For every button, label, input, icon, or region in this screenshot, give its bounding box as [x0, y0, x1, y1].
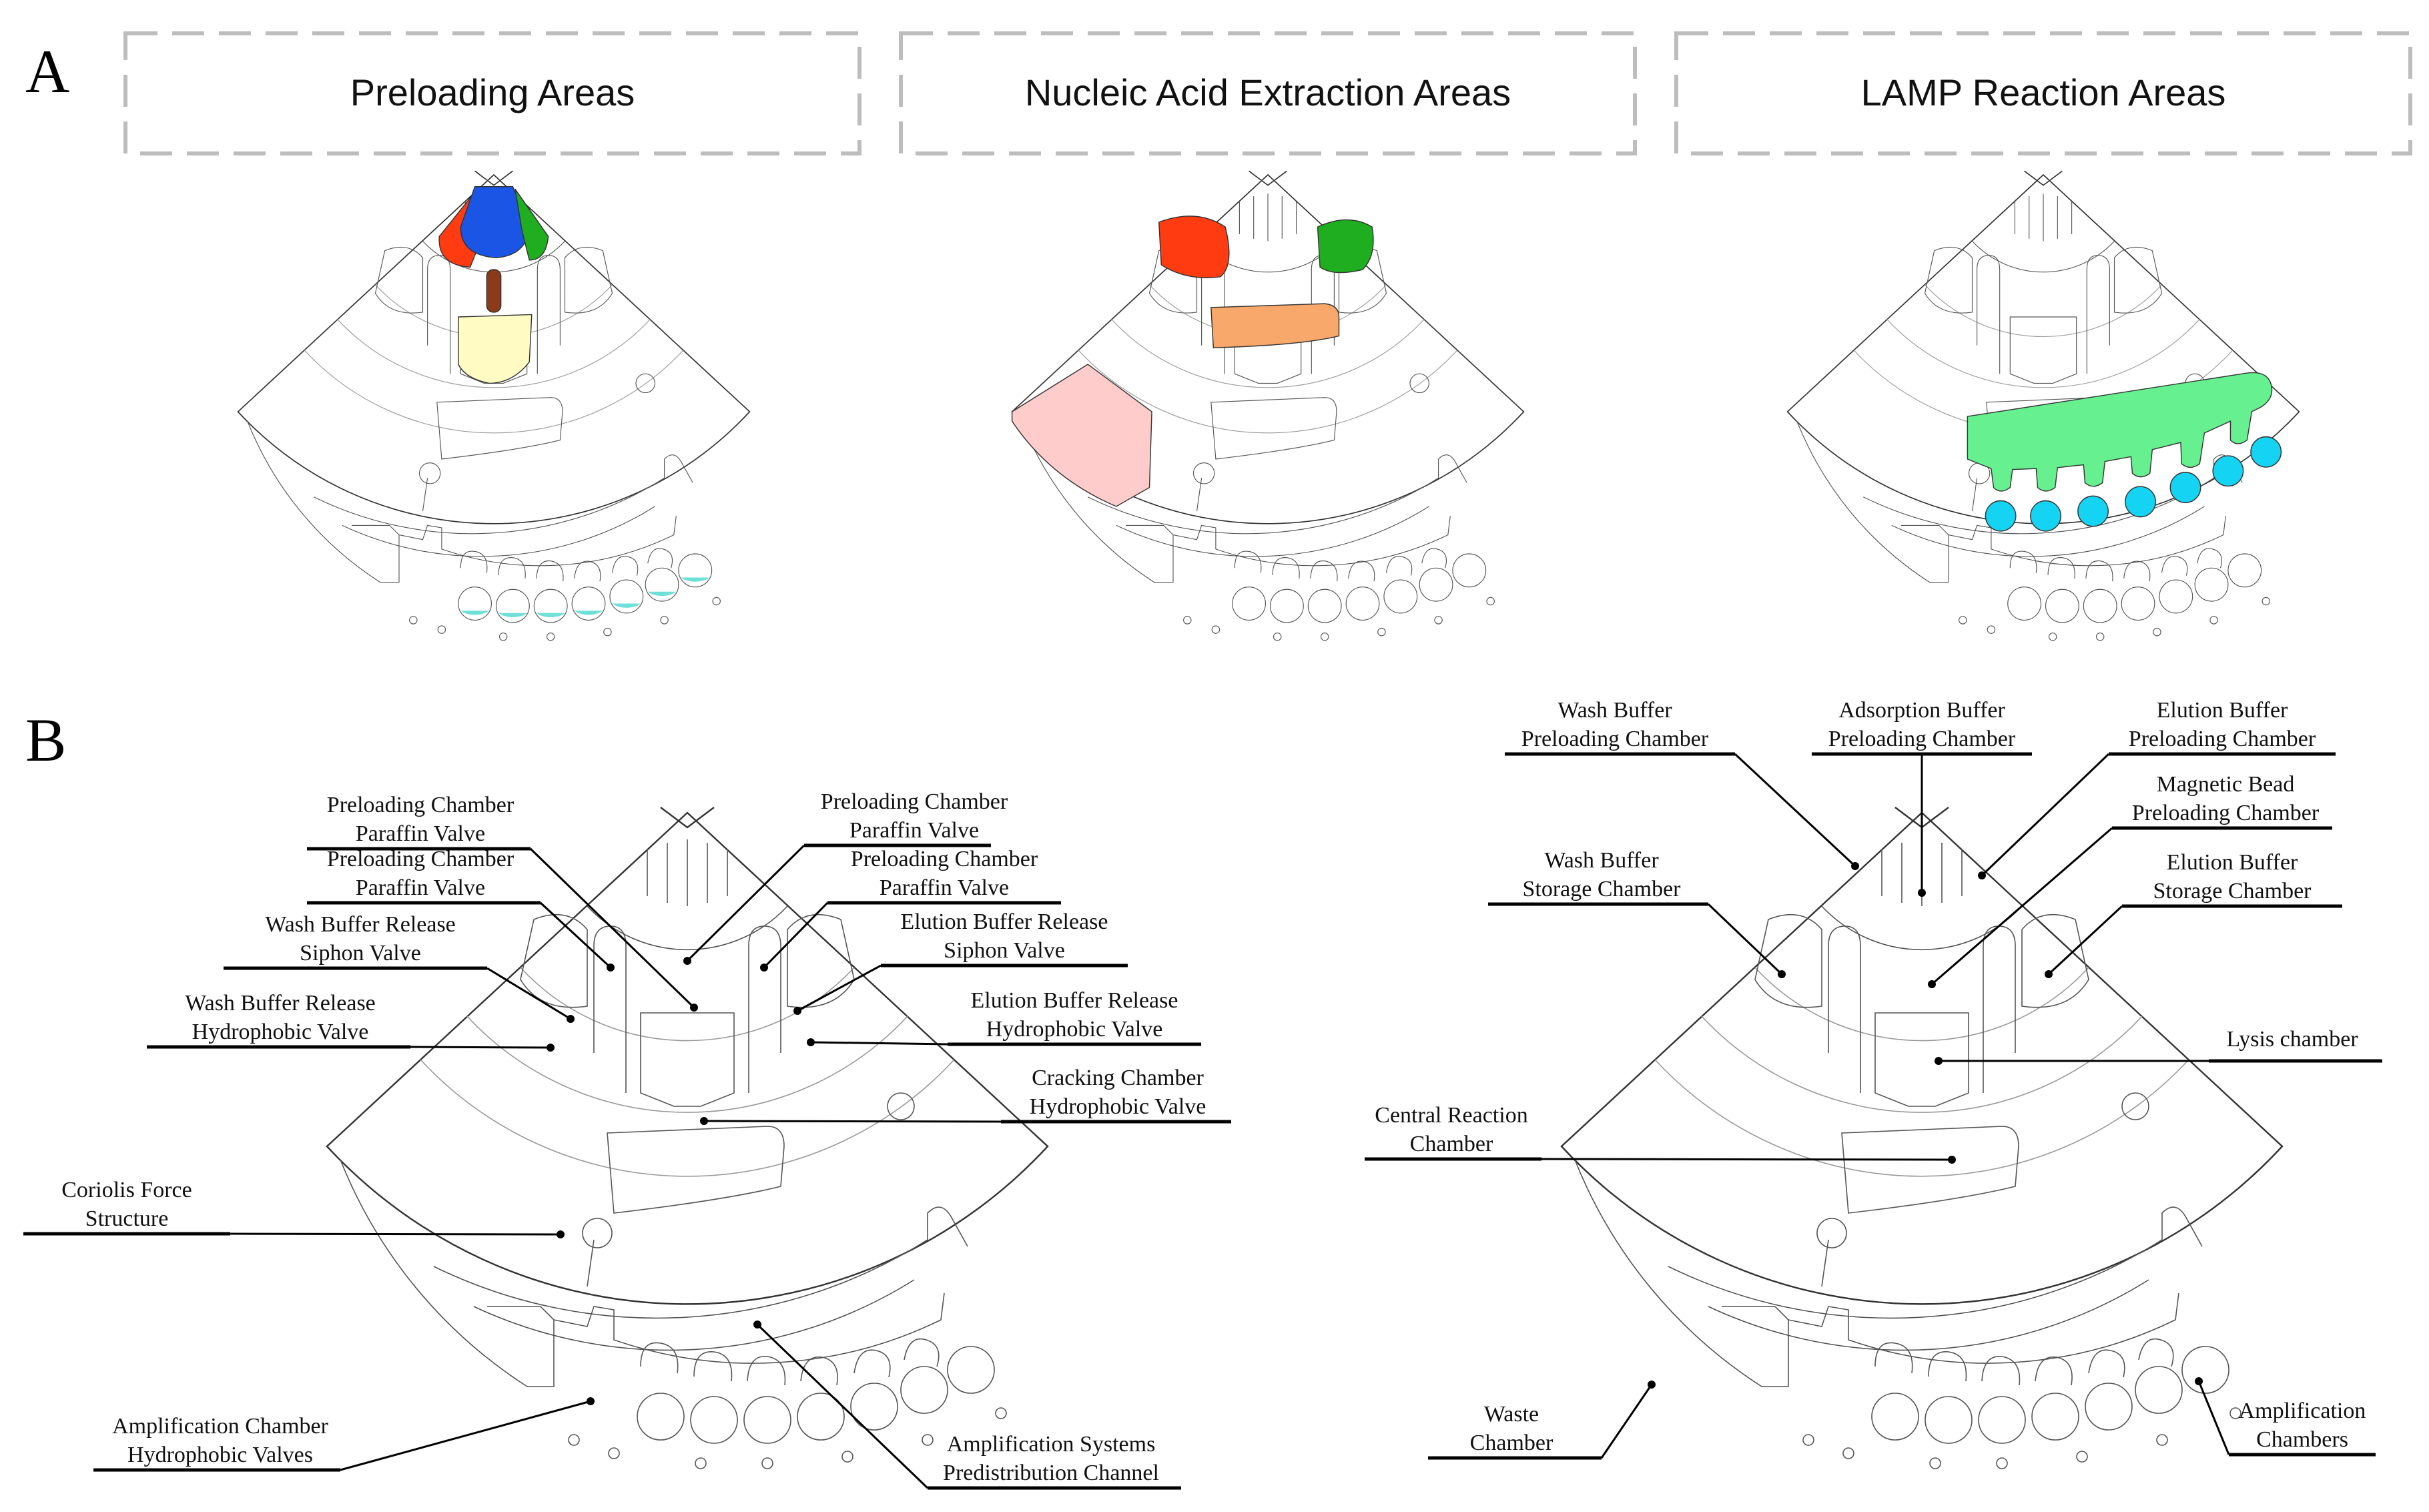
svg-text:Adsorption Buffer: Adsorption Buffer [1838, 698, 2005, 723]
label-left-11: Amplification Systems Predistribution Ch… [753, 1320, 1181, 1490]
label-left-2: Wash Buffer Release Siphon Valve [224, 912, 575, 1023]
mint-predistribution-channel [1967, 372, 2273, 492]
chip-preloading [237, 170, 751, 641]
label-left-0: Preloading Chamber Paraffin Valve [307, 793, 698, 1012]
label-left-5: Preloading Chamber Paraffin Valve [760, 847, 1061, 972]
label-left-8: Cracking Chamber Hydrophobic Valve [700, 1066, 1231, 1125]
svg-text:Hydrophobic Valve: Hydrophobic Valve [986, 1017, 1163, 1042]
panel-b-letter: B [25, 706, 66, 774]
svg-text:Lysis chamber: Lysis chamber [2226, 1027, 2358, 1052]
label-right-5: Elution Buffer Storage Chamber [2045, 850, 2342, 978]
header-extraction: Nucleic Acid Extraction Areas [899, 31, 1637, 155]
svg-text:Paraffin Valve: Paraffin Valve [849, 818, 979, 843]
svg-text:Paraffin Valve: Paraffin Valve [356, 821, 485, 846]
pink-waste-chamber [1011, 364, 1152, 507]
svg-text:Elution Buffer Release: Elution Buffer Release [901, 909, 1108, 934]
header-extraction-text: Nucleic Acid Extraction Areas [1025, 71, 1511, 113]
svg-text:Wash Buffer Release: Wash Buffer Release [185, 991, 376, 1016]
svg-text:Amplification Chamber: Amplification Chamber [112, 1414, 329, 1439]
header-lamp-text: LAMP Reaction Areas [1861, 71, 2226, 113]
svg-text:Preloading Chamber: Preloading Chamber [2129, 727, 2316, 751]
green-chamber [514, 188, 549, 261]
label-left-3: Wash Buffer Release Hydrophobic Valve [147, 991, 555, 1052]
svg-text:Storage Chamber: Storage Chamber [2153, 879, 2312, 903]
svg-text:Preloading Chamber: Preloading Chamber [821, 789, 1008, 814]
label-right-4: Wash Buffer Storage Chamber [1488, 848, 1786, 978]
svg-text:Preloading Chamber: Preloading Chamber [327, 793, 514, 817]
label-left-7: Elution Buffer Release Hydrophobic Valve [807, 988, 1201, 1046]
label-left-4: Preloading Chamber Paraffin Valve [683, 789, 1008, 965]
svg-text:Wash Buffer: Wash Buffer [1557, 698, 1672, 723]
svg-text:Chambers: Chambers [2256, 1427, 2348, 1452]
label-right-6: Lysis chamber [1935, 1027, 2382, 1065]
cyan-amplification-chambers [1985, 436, 2282, 532]
svg-text:Siphon Valve: Siphon Valve [300, 941, 421, 966]
svg-text:Magnetic Bead: Magnetic Bead [2157, 772, 2295, 797]
header-preloading-text: Preloading Areas [350, 71, 635, 113]
svg-text:Hydrophobic Valve: Hydrophobic Valve [1030, 1094, 1206, 1119]
svg-text:Central Reaction: Central Reaction [1375, 1103, 1527, 1128]
label-right-9: Amplification Chambers [2195, 1377, 2376, 1457]
svg-text:Chamber: Chamber [1410, 1132, 1493, 1156]
header-lamp: LAMP Reaction Areas [1674, 31, 2412, 155]
label-right-1: Adsorption Buffer Preloading Chamber [1812, 698, 2032, 897]
svg-text:Preloading Chamber: Preloading Chamber [2132, 801, 2320, 825]
chip-extraction [1011, 170, 1525, 641]
teal-fills [460, 577, 710, 617]
label-right-0: Wash Buffer Preloading Chamber [1505, 698, 1859, 870]
brown-chamber [486, 269, 502, 313]
svg-text:Elution Buffer: Elution Buffer [2167, 850, 2298, 875]
svg-text:Elution Buffer Release: Elution Buffer Release [971, 988, 1178, 1013]
label-right-8: Waste Chamber [1428, 1381, 1656, 1460]
chip-lamp [1786, 170, 2300, 641]
svg-text:Waste: Waste [1484, 1402, 1539, 1427]
green-storage-chamber [1317, 219, 1374, 274]
svg-text:Paraffin Valve: Paraffin Valve [880, 875, 1009, 900]
label-left-1: Preloading Chamber Paraffin Valve [307, 847, 615, 972]
chip-b-left [326, 806, 1049, 1470]
label-right-2: Elution Buffer Preloading Chamber [1978, 698, 2336, 879]
svg-text:Storage Chamber: Storage Chamber [1523, 877, 1682, 901]
svg-text:Preloading Chamber: Preloading Chamber [1521, 727, 1709, 751]
orange-reaction-chamber [1210, 303, 1340, 348]
svg-text:Hydrophobic Valve: Hydrophobic Valve [192, 1020, 369, 1044]
svg-text:Chamber: Chamber [1470, 1431, 1553, 1455]
svg-text:Wash Buffer: Wash Buffer [1544, 848, 1659, 873]
header-preloading: Preloading Areas [123, 31, 861, 155]
svg-text:Preloading Chamber: Preloading Chamber [851, 847, 1038, 871]
label-right-7: Central Reaction Chamber [1365, 1103, 1956, 1164]
svg-text:Predistribution Channel: Predistribution Channel [943, 1461, 1159, 1485]
label-left-9: Coriolis Force Structure [23, 1178, 565, 1238]
svg-text:Amplification Systems: Amplification Systems [947, 1432, 1156, 1457]
svg-text:Coriolis Force: Coriolis Force [61, 1178, 192, 1202]
svg-text:Paraffin Valve: Paraffin Valve [356, 875, 485, 900]
label-left-6: Elution Buffer Release Siphon Valve [793, 909, 1128, 1015]
svg-text:Structure: Structure [85, 1206, 169, 1231]
svg-text:Wash Buffer Release: Wash Buffer Release [265, 912, 456, 937]
yellow-chamber [458, 314, 533, 384]
svg-text:Cracking Chamber: Cracking Chamber [1032, 1066, 1204, 1090]
red-storage-chamber [1158, 216, 1230, 278]
svg-text:Amplification: Amplification [2239, 1399, 2366, 1423]
svg-text:Elution Buffer: Elution Buffer [2157, 698, 2288, 723]
svg-text:Hydrophobic Valves: Hydrophobic Valves [127, 1443, 313, 1467]
panel-a-letter: A [25, 37, 69, 105]
label-left-10: Amplification Chamber Hydrophobic Valves [93, 1397, 595, 1472]
svg-text:Preloading Chamber: Preloading Chamber [327, 847, 514, 871]
svg-text:Siphon Valve: Siphon Valve [944, 938, 1065, 963]
label-right-3: Magnetic Bead Preloading Chamber [1928, 772, 2332, 988]
svg-text:Preloading Chamber: Preloading Chamber [1828, 727, 2016, 751]
